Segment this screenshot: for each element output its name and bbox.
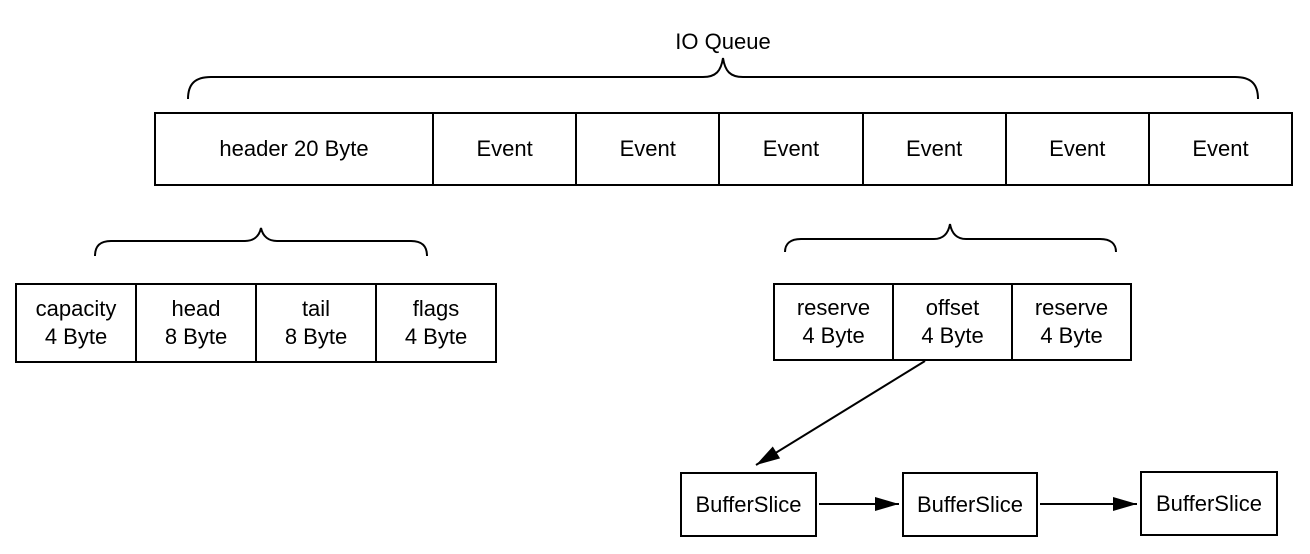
io-queue-brace [187, 57, 1259, 100]
event-field-reserve-2: reserve 4 Byte [1011, 285, 1130, 359]
queue-event-cell: Event [1004, 114, 1148, 184]
bufferslice-box-1: BufferSlice [680, 472, 817, 537]
field-name: capacity [35, 296, 117, 321]
queue-event-cell: Event [1147, 114, 1291, 184]
queue-event-cell: Event [861, 114, 1005, 184]
event-fields-brace [784, 223, 1117, 253]
queue-row: header 20 Byte Event Event Event Event E… [154, 112, 1293, 186]
header-field-tail: tail 8 Byte [255, 285, 375, 361]
field-name: flags [412, 296, 460, 321]
bufferslice-box-2: BufferSlice [902, 472, 1038, 537]
bufferslice-box-3: BufferSlice [1140, 471, 1278, 536]
field-name: reserve [1034, 295, 1109, 320]
header-field-head: head 8 Byte [135, 285, 255, 361]
header-fields-row: capacity 4 Byte head 8 Byte tail 8 Byte … [15, 283, 497, 363]
field-size: 4 Byte [404, 324, 468, 349]
queue-event-cell: Event [575, 114, 718, 184]
header-field-flags: flags 4 Byte [375, 285, 495, 361]
queue-event-cell: Event [718, 114, 861, 184]
offset-to-bufferslice-arrow [755, 360, 926, 466]
event-fields-row: reserve 4 Byte offset 4 Byte reserve 4 B… [773, 283, 1132, 361]
field-name: tail [301, 296, 331, 321]
header-field-capacity: capacity 4 Byte [17, 285, 135, 361]
queue-header-cell: header 20 Byte [219, 136, 369, 161]
field-size: 4 Byte [1040, 323, 1103, 348]
event-field-offset: offset 4 Byte [892, 285, 1011, 359]
field-name: offset [925, 295, 980, 320]
header-fields-brace [94, 227, 428, 257]
field-size: 8 Byte [164, 324, 228, 349]
field-name: reserve [796, 295, 871, 320]
field-size: 4 Byte [44, 324, 108, 349]
event-field-reserve-1: reserve 4 Byte [775, 285, 892, 359]
io-queue-title: IO Queue [675, 29, 771, 54]
field-size: 4 Byte [921, 323, 984, 348]
field-size: 4 Byte [802, 323, 865, 348]
queue-event-cell: Event [432, 114, 575, 184]
field-name: head [171, 296, 221, 321]
field-size: 8 Byte [284, 324, 348, 349]
